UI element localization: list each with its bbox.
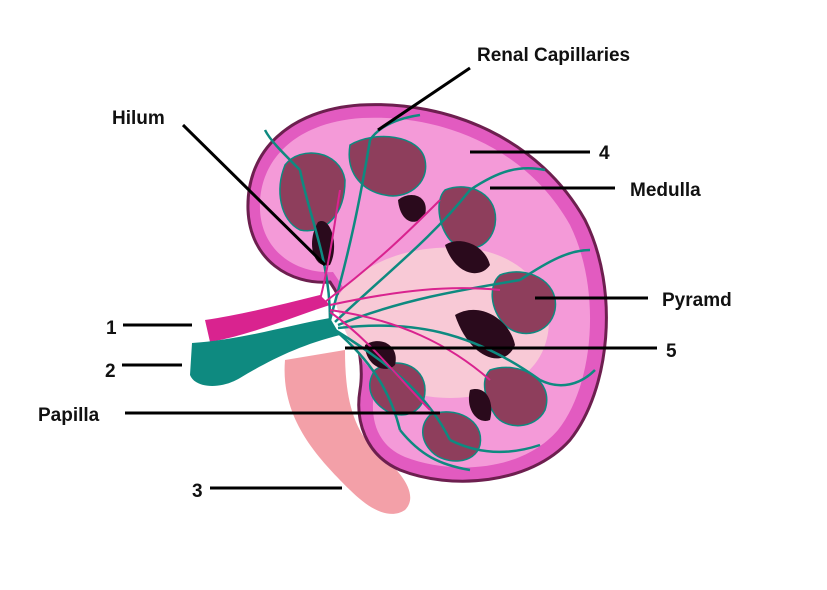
leader-renal-capillaries xyxy=(377,66,471,132)
label-hilum: Hilum xyxy=(112,108,165,129)
label-medulla: Medulla xyxy=(630,180,701,201)
pyramids xyxy=(279,135,557,462)
label-papilla: Papilla xyxy=(38,405,100,426)
pyramid xyxy=(491,271,557,335)
ureter xyxy=(284,350,411,514)
label-3: 3 xyxy=(192,481,203,502)
renal-vein xyxy=(190,318,340,386)
pyramid xyxy=(422,411,482,462)
pyramid xyxy=(438,186,497,250)
pyramid xyxy=(369,362,426,416)
label-4: 4 xyxy=(599,143,610,164)
label-pyramid: Pyramd xyxy=(662,290,732,311)
label-1: 1 xyxy=(106,318,117,339)
label-2: 2 xyxy=(105,361,116,382)
label-renal-capillaries: Renal Capillaries xyxy=(477,45,630,66)
vessel-branches xyxy=(263,113,596,472)
label-5: 5 xyxy=(666,341,677,362)
leader-hilum xyxy=(181,123,327,267)
pyramid xyxy=(279,152,346,232)
renal-artery xyxy=(205,295,330,342)
